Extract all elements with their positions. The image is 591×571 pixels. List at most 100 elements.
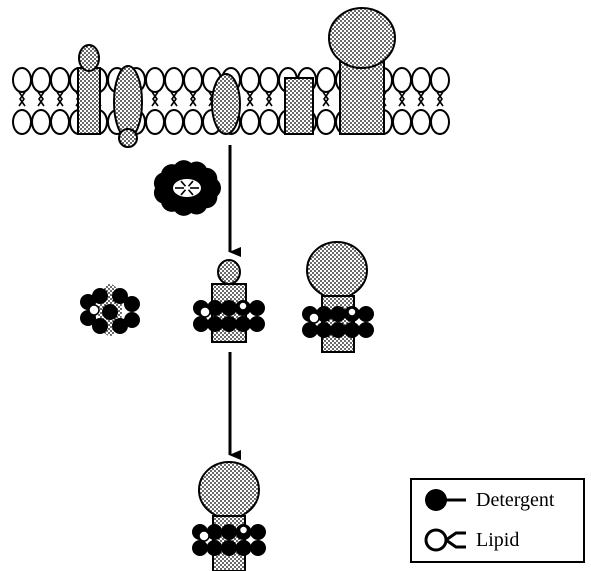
lipid-molecule	[238, 525, 249, 535]
large-protein-head	[306, 241, 368, 299]
membrane-protein-1-head	[78, 44, 100, 72]
micelle-core	[173, 179, 201, 197]
lipid-head-lower	[430, 109, 450, 135]
lipid-tail	[246, 91, 254, 107]
lipid-head-upper	[430, 67, 450, 93]
detergent-molecule	[124, 296, 140, 312]
lipid-head-lower	[164, 109, 184, 135]
detergent-tail	[187, 180, 194, 187]
membrane-protein-1	[77, 67, 101, 135]
lipid-head-lower	[392, 109, 412, 135]
detergent-molecule	[193, 316, 209, 332]
detergent-micelle	[153, 160, 221, 216]
detergent-molecule	[221, 540, 237, 556]
lipid-tail	[322, 91, 330, 107]
lipid-tail	[18, 91, 26, 107]
lipid-molecule	[347, 307, 357, 317]
small-protein-head	[217, 259, 241, 285]
detergent-molecule	[192, 540, 208, 556]
large-protein-detergent-complex	[302, 241, 374, 353]
lipid-head-upper	[316, 67, 336, 93]
detergent-molecule	[206, 524, 223, 540]
membrane-protein-5	[339, 61, 385, 135]
detergent-molecule	[250, 524, 266, 540]
lipid-head-lower	[316, 109, 336, 135]
lipid-head-upper	[392, 67, 412, 93]
detergent-molecule	[330, 322, 346, 338]
detergent-molecule	[102, 304, 118, 320]
membrane-protein-3	[211, 73, 241, 135]
lipid-head-upper	[50, 67, 70, 93]
legend-lipid-label: Lipid	[476, 528, 520, 551]
detergent-molecule	[302, 322, 318, 338]
bound-detergent-cluster	[193, 300, 265, 332]
lipid-molecule	[199, 306, 211, 318]
lipid-tail	[417, 91, 425, 107]
detergent-icon	[425, 489, 466, 511]
lipid-molecule	[198, 530, 210, 542]
lipid-head-lower	[259, 109, 279, 135]
detergent-molecule	[250, 540, 266, 556]
lipid-head-upper	[145, 67, 165, 93]
detergent-molecule	[316, 322, 332, 338]
lipid-molecule	[88, 304, 100, 316]
detergent-molecule	[206, 540, 223, 556]
lipid-tail	[436, 91, 444, 107]
detergent-molecule	[358, 306, 374, 322]
legend-item-detergent: Detergent	[422, 486, 555, 514]
detergent-tail	[180, 189, 187, 196]
purified-protein-head	[198, 461, 260, 519]
lipid-head-lower	[50, 109, 70, 135]
detergent-molecule	[316, 306, 332, 322]
lipid-head-upper	[411, 67, 431, 93]
purified-protein-detergent-complex	[192, 461, 266, 571]
detergent-molecule	[358, 322, 374, 338]
detergent-molecule	[92, 318, 108, 334]
lipid-head-lower	[31, 109, 51, 135]
small-protein-detergent-complex	[193, 259, 265, 343]
lipid-head-upper	[164, 67, 184, 93]
membrane-protein-2	[113, 65, 143, 139]
lipid-head-upper	[240, 67, 260, 93]
membrane-proteins	[77, 7, 396, 148]
detergent-molecule	[221, 300, 237, 316]
legend-detergent-label: Detergent	[476, 488, 555, 511]
detergent-molecule	[235, 316, 251, 332]
detergent-molecule	[92, 288, 108, 304]
lipid-tail	[398, 91, 406, 107]
lipid-head-lower	[145, 109, 165, 135]
lipid-tail	[189, 91, 197, 107]
lipid-tail	[170, 91, 178, 107]
detergent-tail	[187, 189, 194, 196]
detergent-tail	[180, 180, 187, 187]
lipid-tail	[56, 91, 64, 107]
detergent-molecule	[124, 312, 140, 328]
lipid-head-lower	[411, 109, 431, 135]
lipid-head-upper	[259, 67, 279, 93]
detergent-molecule	[221, 524, 237, 540]
detergent-molecule	[344, 322, 360, 338]
bound-detergent-cluster	[192, 524, 266, 556]
lipid-tail	[151, 91, 159, 107]
lipid-tail	[265, 91, 273, 107]
lipid-icon	[424, 528, 466, 552]
detergent-molecule	[330, 306, 346, 322]
lipid-head-lower	[183, 109, 203, 135]
membrane-protein-4	[284, 77, 314, 135]
lipid-head-upper	[183, 67, 203, 93]
detergent-molecule	[235, 540, 252, 556]
detergent-molecule	[195, 167, 218, 190]
lipid-molecule	[238, 301, 248, 311]
membrane-protein-2-tail	[118, 128, 138, 148]
detergent-molecule	[112, 288, 128, 304]
detergent-molecule	[249, 300, 265, 316]
lipid-detergent-mixed-micelle	[80, 284, 140, 336]
detergent-molecule	[207, 300, 223, 316]
detergent-molecule	[221, 316, 237, 332]
lipid-head-lower	[240, 109, 260, 135]
lipid-tail	[37, 91, 45, 107]
lipid-head-lower	[12, 109, 32, 135]
lipid-molecule	[308, 312, 320, 324]
lipid-head-upper	[12, 67, 32, 93]
